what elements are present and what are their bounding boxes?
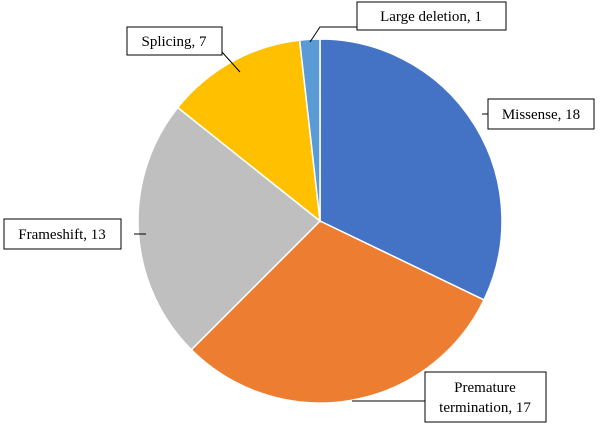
pie-slice-missense [319,38,503,301]
label-splicing: Splicing, 7 [126,26,241,73]
pie-slice-splicing [176,39,321,223]
label-box-large-deletion [356,1,507,31]
pie-slice-premature-termination [190,220,485,404]
pie-slices [137,38,503,404]
label-text-premature-line2: termination, 17 [439,400,531,416]
label-text-splicing: Splicing, 7 [141,34,207,50]
label-box-premature-termination [424,371,547,423]
label-frameshift: Frameshift, 13 [3,218,146,250]
data-labels: Missense, 18 Premature termination, 17 F… [3,1,595,423]
label-box-missense [487,98,595,130]
leader-line-large-deletion [309,26,357,43]
label-premature-termination: Premature termination, 17 [352,371,547,423]
pie-slice-frameshift [137,106,322,351]
label-text-missense: Missense, 18 [502,107,580,123]
label-box-frameshift [3,218,122,250]
label-text-premature-line1: Premature [454,380,516,396]
label-text-large-deletion: Large deletion, 1 [380,9,482,25]
label-large-deletion: Large deletion, 1 [309,1,507,43]
leader-line-splicing [221,51,241,73]
label-text-frameshift: Frameshift, 13 [18,227,106,243]
label-box-splicing [126,26,223,56]
label-missense: Missense, 18 [482,98,595,130]
pie-slice-large-deletion [298,38,321,222]
